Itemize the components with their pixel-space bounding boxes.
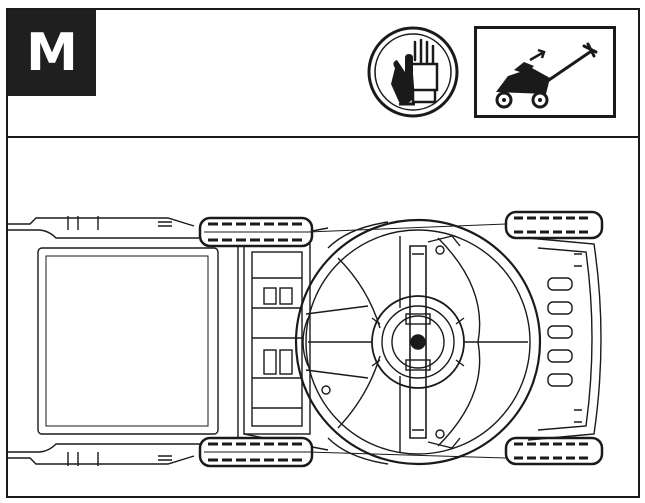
mower-underside-diagram [8, 138, 638, 496]
gloves-icon [365, 24, 461, 120]
step-letter-badge: M [8, 10, 96, 96]
mower-tilt-icon [474, 26, 616, 118]
instruction-panel: M [6, 8, 640, 498]
rear-wheel-bottom [198, 436, 314, 468]
front-wheel-top [504, 210, 604, 240]
chassis [243, 227, 329, 451]
front-bumper [527, 237, 602, 441]
mower-deck [294, 218, 542, 466]
front-wheel-bottom [504, 436, 604, 466]
rear-wheel-top [198, 216, 314, 248]
handle-frame [8, 216, 239, 466]
step-header: M [8, 10, 638, 138]
